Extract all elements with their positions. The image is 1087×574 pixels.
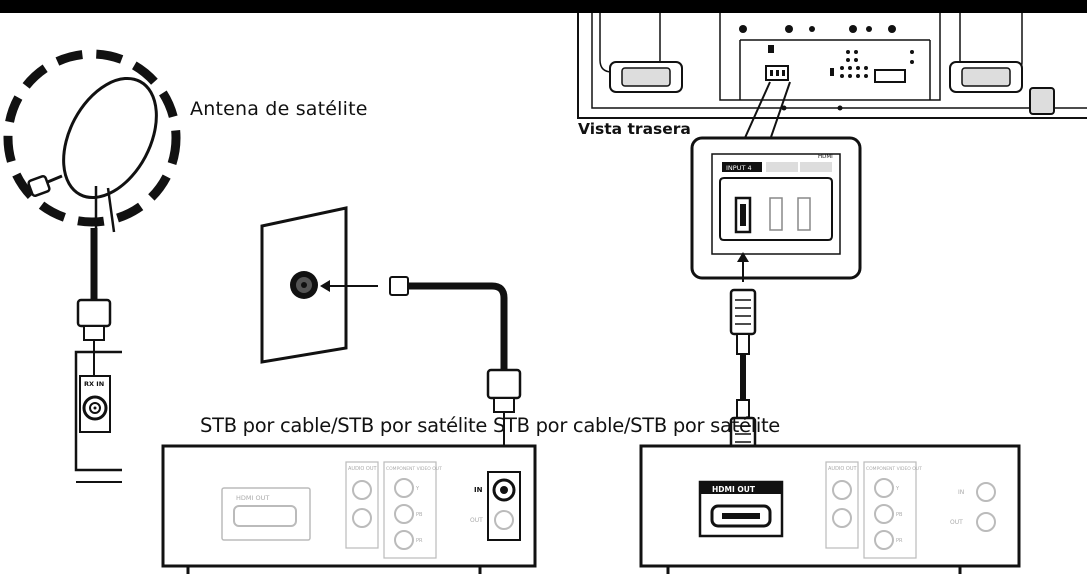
tv-hdmi-tag: HDMI bbox=[818, 154, 833, 160]
tv-input-label: INPUT 4 bbox=[726, 164, 752, 172]
rear-panel-callout bbox=[690, 81, 862, 280]
left-receiver-port-label: RX IN bbox=[84, 380, 104, 388]
stb-left-port-y: Y bbox=[415, 486, 420, 492]
top-bar bbox=[0, 0, 1087, 13]
stb-right-audio-label: AUDIO OUT bbox=[828, 466, 858, 472]
stb-right bbox=[639, 444, 1021, 574]
stb-right-port-y: Y bbox=[895, 486, 900, 492]
stb-right-in-label: IN bbox=[958, 489, 964, 496]
stb-left-port-pr: PR bbox=[416, 538, 423, 544]
satellite-antenna-label: Antena de satélite bbox=[190, 98, 368, 120]
stb-caption: STB por cable/STB por satélite STB por c… bbox=[200, 414, 780, 437]
satellite-dish bbox=[3, 49, 181, 233]
stb-left-out-label: OUT bbox=[470, 517, 483, 524]
stb-right-component-label: COMPONENT VIDEO OUT bbox=[866, 466, 922, 472]
tv-rear bbox=[577, 13, 1087, 119]
dish-cable bbox=[76, 228, 112, 400]
stb-left-component-label: COMPONENT VIDEO OUT bbox=[386, 466, 442, 472]
stb-right-port-pr: PR bbox=[896, 538, 903, 544]
stb-left-audio-label: AUDIO OUT bbox=[348, 466, 378, 472]
stb-right-hdmi-label: HDMI OUT bbox=[712, 485, 756, 494]
wall-plate bbox=[260, 206, 378, 364]
stb-right-out-label: OUT bbox=[950, 519, 963, 526]
stb-right-port-pb: PB bbox=[896, 512, 903, 518]
stb-left-port-pb: PB bbox=[416, 512, 423, 518]
stb-left-in-label: IN bbox=[474, 486, 483, 494]
left-receiver bbox=[74, 350, 122, 483]
stb-left bbox=[161, 444, 537, 574]
rear-view-label: Vista trasera bbox=[578, 120, 691, 138]
stb-left-hdmi-label: HDMI OUT bbox=[236, 494, 269, 502]
tv-rear-ports bbox=[739, 25, 914, 111]
